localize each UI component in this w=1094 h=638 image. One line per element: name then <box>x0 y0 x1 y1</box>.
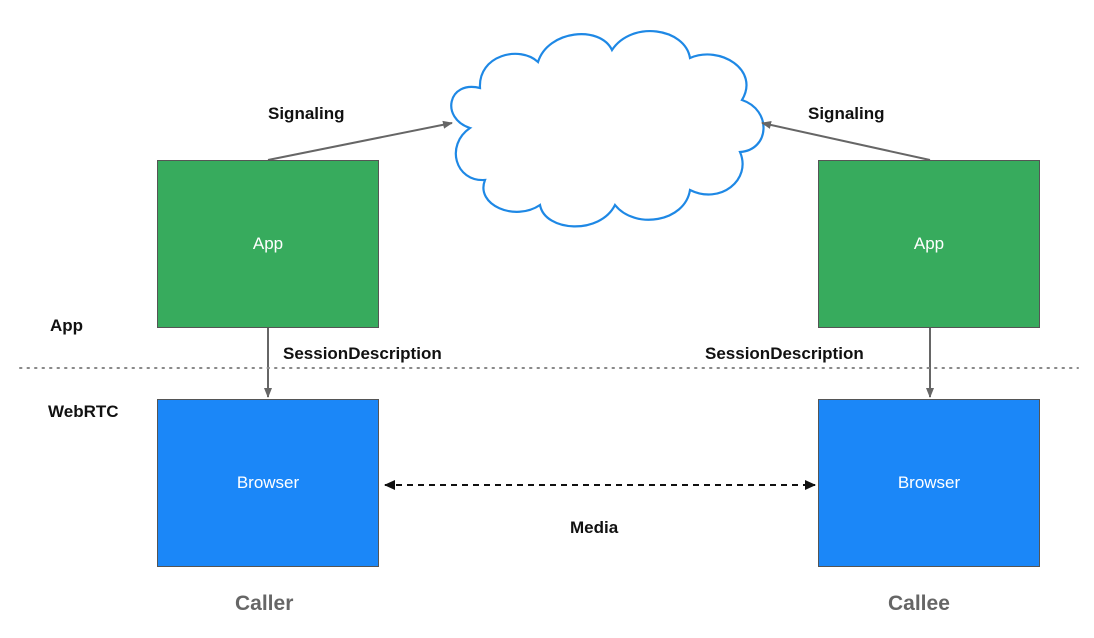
media-label: Media <box>570 518 619 537</box>
webrtc-layer-label: WebRTC <box>48 402 119 421</box>
caller-browser-box: Browser <box>157 399 379 567</box>
callee-signaling-arrow <box>761 121 931 161</box>
callee-role-label: Callee <box>888 592 950 615</box>
caller-signaling-arrow <box>267 120 453 161</box>
caller-app-label: App <box>252 234 284 253</box>
caller-session-label: SessionDescription <box>283 344 442 363</box>
callee-browser-box: Browser <box>818 399 1040 567</box>
caller-browser-label: Browser <box>236 473 300 492</box>
callee-app-box: App <box>818 160 1040 328</box>
callee-app-label: App <box>913 234 945 253</box>
callee-browser-label: Browser <box>897 473 961 492</box>
caller-role-label: Caller <box>235 592 294 615</box>
caller-signaling-label: Signaling <box>268 104 345 123</box>
app-layer-label: App <box>50 316 84 335</box>
signaling-cloud-icon <box>450 30 765 228</box>
caller-app-box: App <box>157 160 379 328</box>
callee-session-label: SessionDescription <box>705 344 864 363</box>
callee-signaling-label: Signaling <box>808 104 885 123</box>
